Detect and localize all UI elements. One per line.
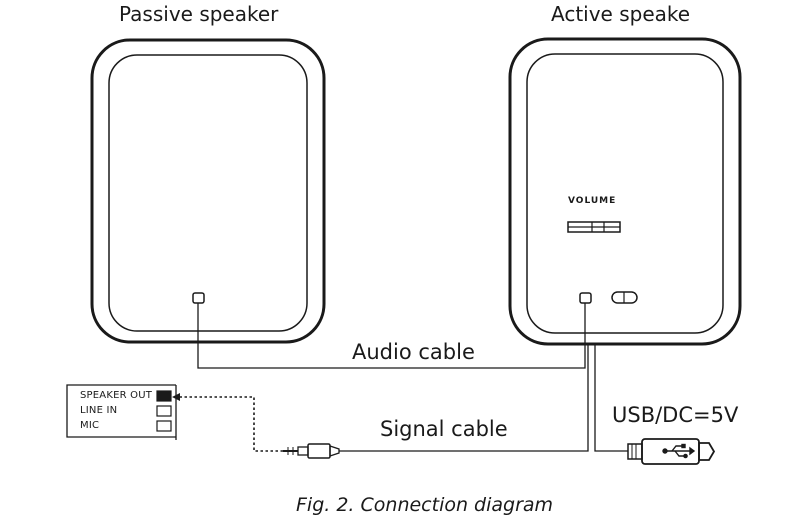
figure-caption: Fig. 2. Connection diagram	[296, 494, 554, 516]
usb-cable	[594, 343, 628, 452]
active-speaker-label: Active speake	[551, 2, 691, 26]
active-output-jack	[579, 292, 592, 304]
active-speaker	[508, 37, 742, 346]
signal-cable	[339, 343, 589, 452]
usb-cable-label: USB/DC=5V	[612, 403, 739, 427]
passive-input-jack	[192, 292, 205, 304]
volume-slider[interactable]	[567, 221, 621, 233]
computer-audio-panel	[66, 384, 177, 440]
port-label-line-in: LINE IN	[80, 405, 118, 416]
port-label-mic: MIC	[80, 420, 100, 431]
usb-plug	[627, 438, 716, 465]
passive-speaker	[90, 38, 326, 344]
passive-speaker-label: Passive speaker	[119, 2, 279, 26]
signal-cable-dotted	[180, 396, 283, 452]
port-label-speaker-out: SPEAKER OUT	[80, 390, 153, 401]
volume-label: VOLUME	[568, 196, 617, 206]
line-in-port	[156, 405, 172, 417]
audio-cable	[197, 303, 586, 369]
mic-port	[156, 420, 172, 432]
audio-cable-label: Audio cable	[352, 340, 475, 364]
speaker-out-port	[156, 390, 172, 402]
audio-jack-plug	[283, 443, 340, 459]
usb-icon	[662, 443, 696, 459]
signal-cable-label: Signal cable	[380, 417, 508, 441]
